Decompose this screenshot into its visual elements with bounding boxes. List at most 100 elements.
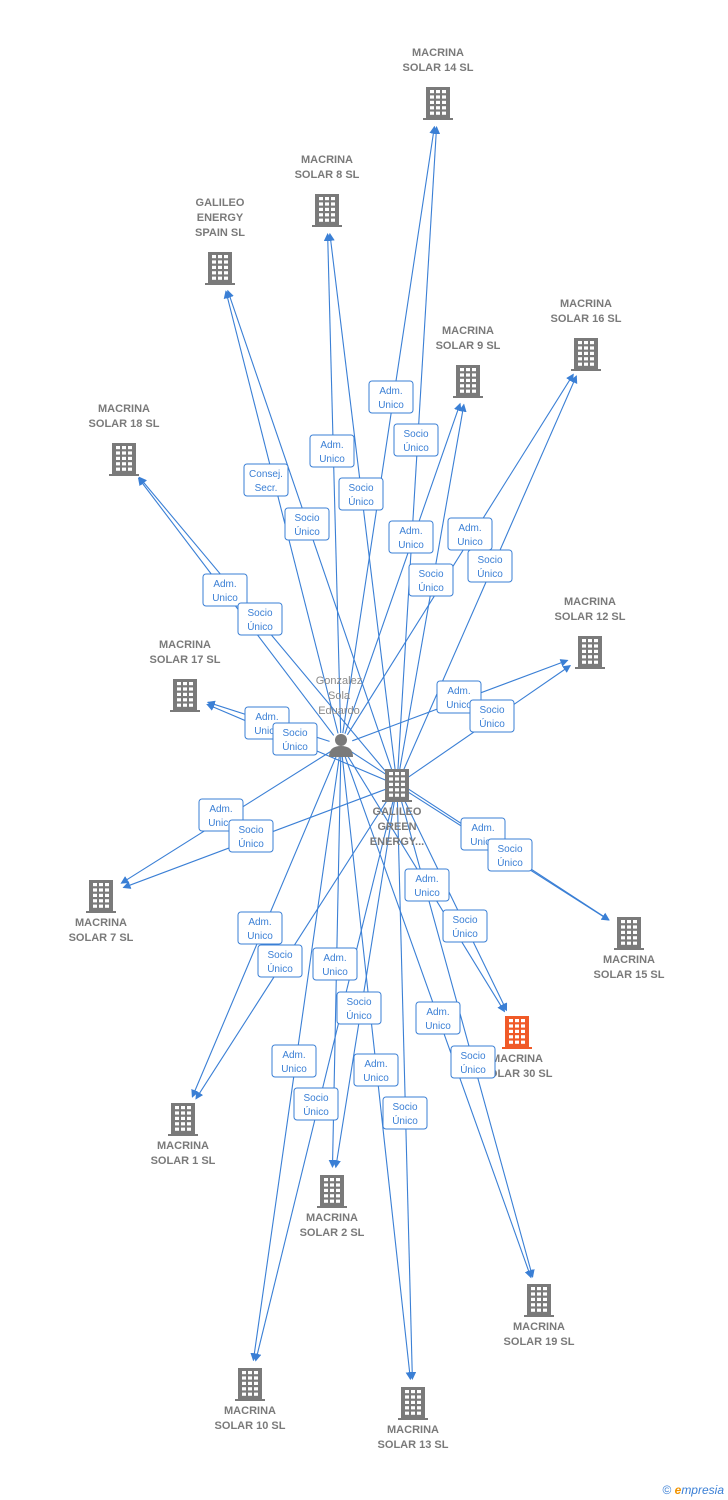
edge-label[interactable]: Adm.Unico [388, 520, 434, 554]
edge-label-text: Único [348, 495, 374, 508]
edge-label[interactable]: Adm.Unico [415, 1001, 461, 1035]
edge-label-text: Socio [238, 825, 263, 836]
edge-label-box [284, 507, 330, 541]
edge-label-text: Socio [282, 728, 307, 739]
edge-label[interactable]: Adm.Unico [309, 434, 355, 468]
edge-label[interactable]: Adm. Unico [353, 1053, 399, 1087]
brand-first-letter: e [674, 1483, 682, 1497]
edge-label-box [450, 1045, 496, 1079]
edge-label-text: Unico [254, 726, 280, 737]
edge-label-text: Único [346, 1009, 372, 1022]
edge-label-text: Unico [208, 818, 234, 829]
edge-label-box [487, 838, 533, 872]
company-label: SOLAR 1 SL [151, 1155, 216, 1167]
edge-label-text: Socio [303, 1093, 328, 1104]
edge-label[interactable]: Consej. Secr. [243, 463, 289, 497]
edge-label-text: Unico [363, 1073, 389, 1084]
edge-line [346, 373, 574, 736]
brand-logo: © empresia [662, 1483, 724, 1497]
edge-label-text: Adm. [255, 712, 278, 723]
company-label: GALILEO [196, 197, 245, 209]
edge-label-text: Socio [348, 483, 373, 494]
edge-label-text: Único [418, 581, 444, 594]
company-label: MACRINA [75, 917, 127, 929]
edge-label-text: Unico [212, 593, 238, 604]
edge-label-text: Socio [346, 997, 371, 1008]
company-label: SOLAR 8 SL [295, 169, 360, 181]
edge-label-text: Adm. [323, 953, 346, 964]
building-icon [205, 252, 235, 285]
edge-line [323, 232, 342, 734]
edge-label-text: Unico [319, 454, 345, 465]
company-label: SOLAR 12 SL [555, 611, 626, 623]
building-icon [571, 338, 601, 371]
edge-label[interactable]: Adm.Unico [447, 517, 493, 551]
edge-label[interactable]: Adm.Unico [312, 947, 358, 981]
company-node[interactable]: GALILEOGREENENERGY... [370, 769, 424, 848]
edge-label[interactable]: Adm.Unico [271, 1044, 317, 1078]
edge-label-text: Unico [414, 888, 440, 899]
edge-label-text: Único [452, 927, 478, 940]
building-icon [382, 769, 412, 802]
company-label: MACRINA [442, 325, 494, 337]
edge-label-box [202, 573, 248, 607]
edge-label[interactable]: Adm.Unico [237, 911, 283, 945]
edge-label-text: Adm. [471, 823, 494, 834]
company-label: MACRINA [306, 1212, 358, 1224]
edge-labels-layer: Adm.UnicoSocioÚnicoAdm.UnicoSocioÚnicoCo… [198, 380, 533, 1130]
edge-label-text: Adm. [364, 1059, 387, 1070]
company-label: ENERGY [197, 212, 244, 224]
edge-label[interactable]: Adm.Unico [202, 573, 248, 607]
building-icon [86, 880, 116, 913]
edge-label-text: Secr. [255, 483, 278, 494]
edge-label-box [272, 722, 318, 756]
edge-label-text: Adm. [426, 1007, 449, 1018]
building-icon [109, 443, 139, 476]
edge-label-box [336, 991, 382, 1025]
company-label: SOLAR 18 SL [89, 418, 160, 430]
edge-label-text: Adm. [447, 686, 470, 697]
edge-label-text: Socio [403, 429, 428, 440]
edge-label-box [393, 423, 439, 457]
edge-label[interactable]: Adm.Unico [368, 380, 414, 414]
edge-label-text: Consej. [249, 469, 283, 480]
edge-label[interactable]: Adm.Unico [404, 868, 450, 902]
edge-label-text: Unico [470, 837, 496, 848]
edge-label-text: Unico [247, 931, 273, 942]
edge-label-text: Adm. [282, 1050, 305, 1061]
